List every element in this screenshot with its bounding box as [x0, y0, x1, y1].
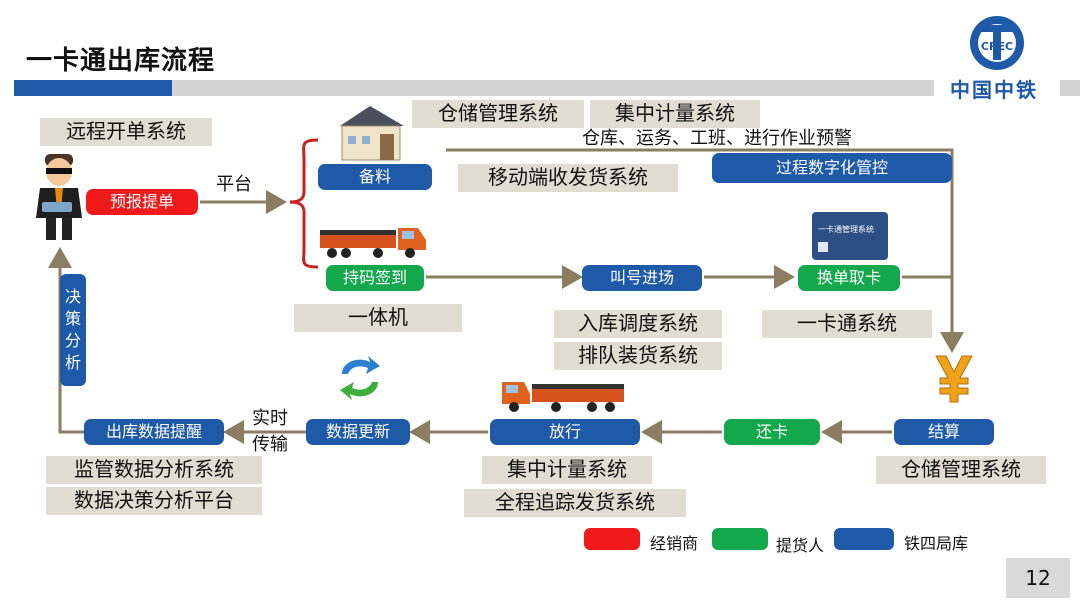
- label-all-in-one: 一体机: [294, 304, 462, 332]
- legend-label-dealer: 经销商: [650, 534, 699, 553]
- node-outbound-reminder: 出库数据提醒: [84, 419, 224, 445]
- legend-label-picker: 提货人: [776, 536, 825, 555]
- node-return-card: 还卡: [724, 419, 820, 445]
- node-settlement: 结算: [894, 419, 994, 445]
- label-warehouse-mgmt-bottom: 仓储管理系统: [876, 456, 1046, 484]
- warehouse-icon: [340, 106, 404, 161]
- node-release: 放行: [490, 419, 640, 445]
- decision-analysis-text: 决策分析: [64, 287, 81, 372]
- text-realtime-1: 实时: [252, 408, 288, 429]
- truck-icon: [320, 228, 426, 258]
- label-supervision-analysis: 监管数据分析系统: [46, 456, 262, 484]
- label-decision-platform: 数据决策分析平台: [46, 487, 262, 515]
- label-queue-loading: 排队装货系统: [554, 342, 722, 370]
- arrow-prepare-to-settlement: [446, 148, 964, 353]
- label-remote-order: 远程开单系统: [40, 118, 212, 146]
- node-decision-analysis: 决策分析: [60, 274, 86, 386]
- refresh-icon: [340, 356, 380, 400]
- node-process-digital: 过程数字化管控: [712, 153, 952, 183]
- label-full-tracking: 全程追踪发货系统: [464, 489, 686, 517]
- card-face-text: 一卡通管理系统: [818, 225, 874, 234]
- node-prepare: 备料: [318, 164, 432, 190]
- branch-bracket: [289, 138, 319, 269]
- person-icon: [36, 154, 82, 240]
- legend-label-warehouse: 铁四局库: [904, 534, 969, 553]
- legend-swatch-dealer: [584, 528, 640, 550]
- yuan-icon: [935, 355, 973, 403]
- header-bar: [14, 80, 934, 96]
- node-forecast-order: 预报提单: [86, 189, 198, 215]
- text-platform: 平台: [216, 174, 252, 195]
- node-call-entry: 叫号进场: [582, 265, 702, 291]
- header-accent-bar: [14, 80, 172, 96]
- brand-name: 中国中铁: [950, 78, 1038, 102]
- label-central-metering-top: 集中计量系统: [590, 100, 760, 128]
- text-realtime-2: 传输: [252, 434, 288, 455]
- page-title: 一卡通出库流程: [26, 46, 216, 76]
- label-warehouse-mgmt-top: 仓储管理系统: [412, 100, 584, 128]
- card-icon: 一卡通管理系统: [812, 212, 888, 260]
- logo-text: CREC: [981, 40, 1013, 53]
- legend-swatch-warehouse: [834, 528, 894, 550]
- header-bar-end: [1060, 80, 1080, 96]
- node-code-signin: 持码签到: [326, 265, 424, 291]
- node-data-update: 数据更新: [306, 419, 410, 445]
- legend-swatch-picker: [712, 528, 768, 550]
- crec-logo-icon: CREC: [970, 16, 1024, 70]
- text-warning: 仓库、运务、工班、进行作业预警: [582, 128, 852, 149]
- label-mobile-dispatch: 移动端收发货系统: [458, 164, 678, 192]
- node-exchange-card: 换单取卡: [798, 265, 900, 291]
- label-inbound-dispatch: 入库调度系统: [554, 310, 722, 338]
- page-number: 12: [1006, 558, 1070, 598]
- label-card-system: 一卡通系统: [762, 310, 932, 338]
- label-central-metering-bottom: 集中计量系统: [482, 456, 652, 484]
- truck-icon-release: [502, 382, 624, 412]
